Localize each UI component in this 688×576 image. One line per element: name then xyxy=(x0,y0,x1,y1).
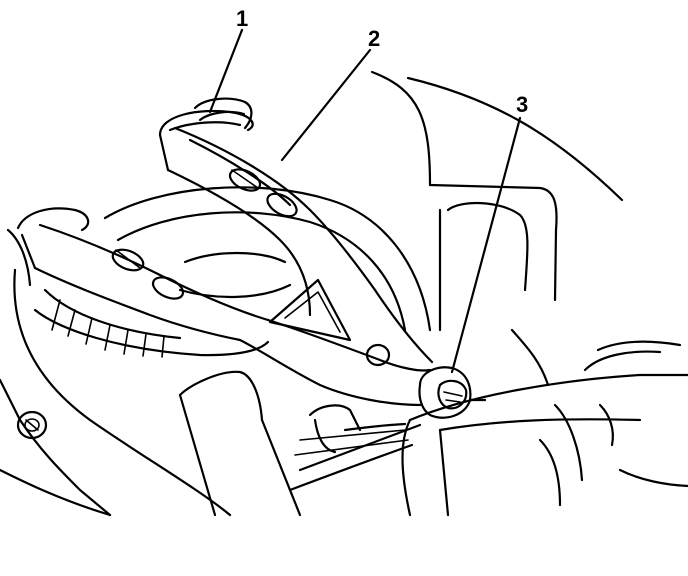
callout-3-label: 3 xyxy=(516,92,528,117)
callout-1-label: 1 xyxy=(236,6,248,31)
slave-cylinder xyxy=(288,373,688,517)
callout-2-leader xyxy=(280,48,372,162)
housing-outline-right xyxy=(370,70,682,387)
callout-3-leader xyxy=(450,116,522,374)
clutch-housing-ring xyxy=(33,186,432,358)
housing-outline-left xyxy=(0,228,302,517)
release-bearing-retainer xyxy=(193,97,253,130)
pivot-stud xyxy=(418,366,487,419)
drain-plug xyxy=(16,410,48,440)
callout-1-leader xyxy=(208,28,244,114)
callout-2-label: 2 xyxy=(368,26,380,51)
